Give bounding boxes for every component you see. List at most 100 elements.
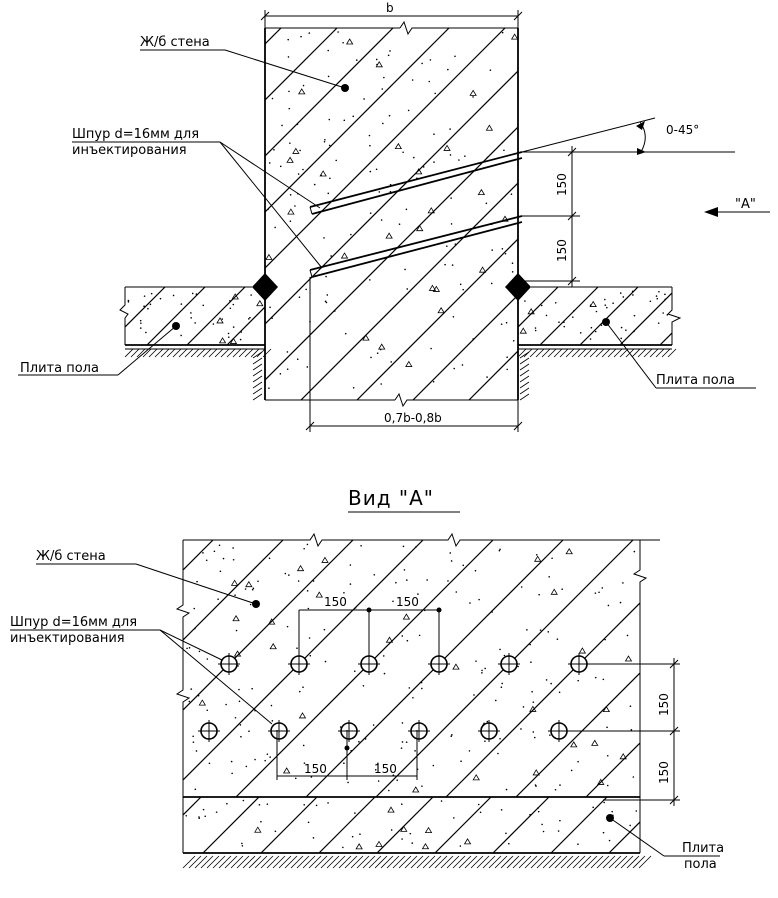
ground-hatch-line xyxy=(523,348,533,358)
aggregate-dot xyxy=(234,716,237,719)
slab-hatch-line xyxy=(376,797,434,853)
aggregate-dot xyxy=(517,665,519,668)
aggregate-dot xyxy=(539,629,542,631)
aggregate-dot xyxy=(491,611,493,613)
aggregate-dot xyxy=(563,325,566,328)
aggregate-dot xyxy=(557,830,560,832)
aggregate-mark xyxy=(510,33,518,40)
aggregate-dot xyxy=(206,658,209,660)
aggregate-mark xyxy=(340,252,349,259)
ground-hatch-line xyxy=(422,855,436,869)
aggregate-dot xyxy=(455,591,458,593)
aggregate-dot xyxy=(232,326,235,328)
aggregate-dot xyxy=(430,347,432,350)
aggregate-dot xyxy=(323,237,325,239)
aggregate-dot xyxy=(462,564,465,567)
view-a-wall-label: Ж/б стена xyxy=(36,549,106,564)
aggregate-dot xyxy=(194,322,196,324)
wall-hatch-line xyxy=(265,28,450,213)
aggregate-dot xyxy=(313,183,316,186)
aggregate-dot xyxy=(421,687,423,690)
aggregate-dot xyxy=(380,219,383,221)
ground-hatch-line xyxy=(458,855,472,869)
slab-hatch-line xyxy=(226,287,265,345)
ground-hatch-line xyxy=(356,855,370,869)
aggregate-dot xyxy=(274,830,277,833)
aggregate-mark xyxy=(452,663,460,670)
aggregate-dot xyxy=(288,574,290,576)
ground-hatch-line xyxy=(252,351,263,359)
aggregate-dot xyxy=(535,553,538,556)
aggregate-dot xyxy=(190,317,192,319)
aggregate-dot xyxy=(324,138,326,141)
aggregate-dot xyxy=(526,629,528,631)
ground-hatch-line xyxy=(667,348,677,358)
aggregate-dot xyxy=(545,314,548,317)
aggregate-mark xyxy=(256,299,264,307)
aggregate-dot xyxy=(343,762,345,764)
aggregate-dot xyxy=(490,282,493,285)
aggregate-dot xyxy=(420,681,423,684)
aggregate-dot xyxy=(372,724,375,726)
aggregate-dot xyxy=(377,780,380,782)
ground-hatch-line xyxy=(428,855,442,869)
ground-hatch-line xyxy=(518,855,532,869)
aggregate-dot xyxy=(530,661,532,664)
aggregate-mark xyxy=(412,786,420,793)
aggregate-dot xyxy=(462,288,464,291)
aggregate-mark xyxy=(463,838,472,845)
aggregate-mark xyxy=(198,699,207,706)
aggregate-mark xyxy=(292,147,300,154)
aggregate-mark xyxy=(529,705,537,712)
slab-hatch-line xyxy=(125,287,126,345)
aggregate-dot xyxy=(551,557,553,560)
ground-hatch-line xyxy=(206,855,220,869)
aggregate-mark xyxy=(269,642,277,650)
aggregate-dot xyxy=(622,296,625,298)
aggregate-dot xyxy=(193,607,196,610)
ground-hatch-line xyxy=(643,348,653,358)
ground-hatch-line xyxy=(596,855,610,869)
ground-hatch-line xyxy=(272,855,286,869)
aggregate-dot xyxy=(303,762,306,764)
aggregate-dot xyxy=(306,590,309,592)
aggregate-mark xyxy=(427,207,435,214)
aggregate-dot xyxy=(238,700,241,703)
ground-hatch-line xyxy=(136,348,146,358)
aggregate-mark xyxy=(477,188,486,196)
ground-hatch-line xyxy=(577,348,587,358)
aggregate-dot xyxy=(421,62,423,65)
ground-hatch-line xyxy=(649,348,659,358)
aggregate-dot xyxy=(447,68,449,71)
ground-hatch-line xyxy=(607,348,617,358)
ground-hatch-line xyxy=(224,855,238,869)
aggregate-dot xyxy=(401,741,404,743)
ground-hatch-line xyxy=(124,348,134,358)
aggregate-dot xyxy=(501,141,504,144)
view-a-hole-label-line2: инъектирования xyxy=(10,631,125,646)
aggregate-dot xyxy=(409,832,412,835)
aggregate-dot xyxy=(458,159,460,161)
aggregate-dot xyxy=(245,765,248,768)
slab-hatch-line xyxy=(420,287,478,345)
aggregate-dot xyxy=(232,303,235,306)
aggregate-mark xyxy=(385,636,394,643)
aggregate-dot xyxy=(606,784,609,787)
view-a-ground-hatch xyxy=(182,855,652,869)
aggregate-mark xyxy=(602,705,611,713)
aggregate-dot xyxy=(310,776,313,778)
view-a-slab-label-line2: пола xyxy=(684,857,717,872)
ground-hatch-line xyxy=(220,348,230,358)
ground-hatch-line xyxy=(252,381,263,389)
ground-hatch-line xyxy=(252,357,263,365)
aggregate-dot xyxy=(286,368,289,370)
slab-right-callout: Плита пола xyxy=(602,318,756,389)
ground-hatch-line xyxy=(332,855,346,869)
ground-hatch-line xyxy=(571,348,581,358)
aggregate-dot xyxy=(281,124,283,127)
aggregate-dot xyxy=(308,32,311,34)
aggregate-dot xyxy=(556,638,559,640)
view-a-slab-callout: Плита пола xyxy=(606,814,724,872)
aggregate-dot xyxy=(329,177,331,180)
ground-hatch-line xyxy=(252,363,263,371)
